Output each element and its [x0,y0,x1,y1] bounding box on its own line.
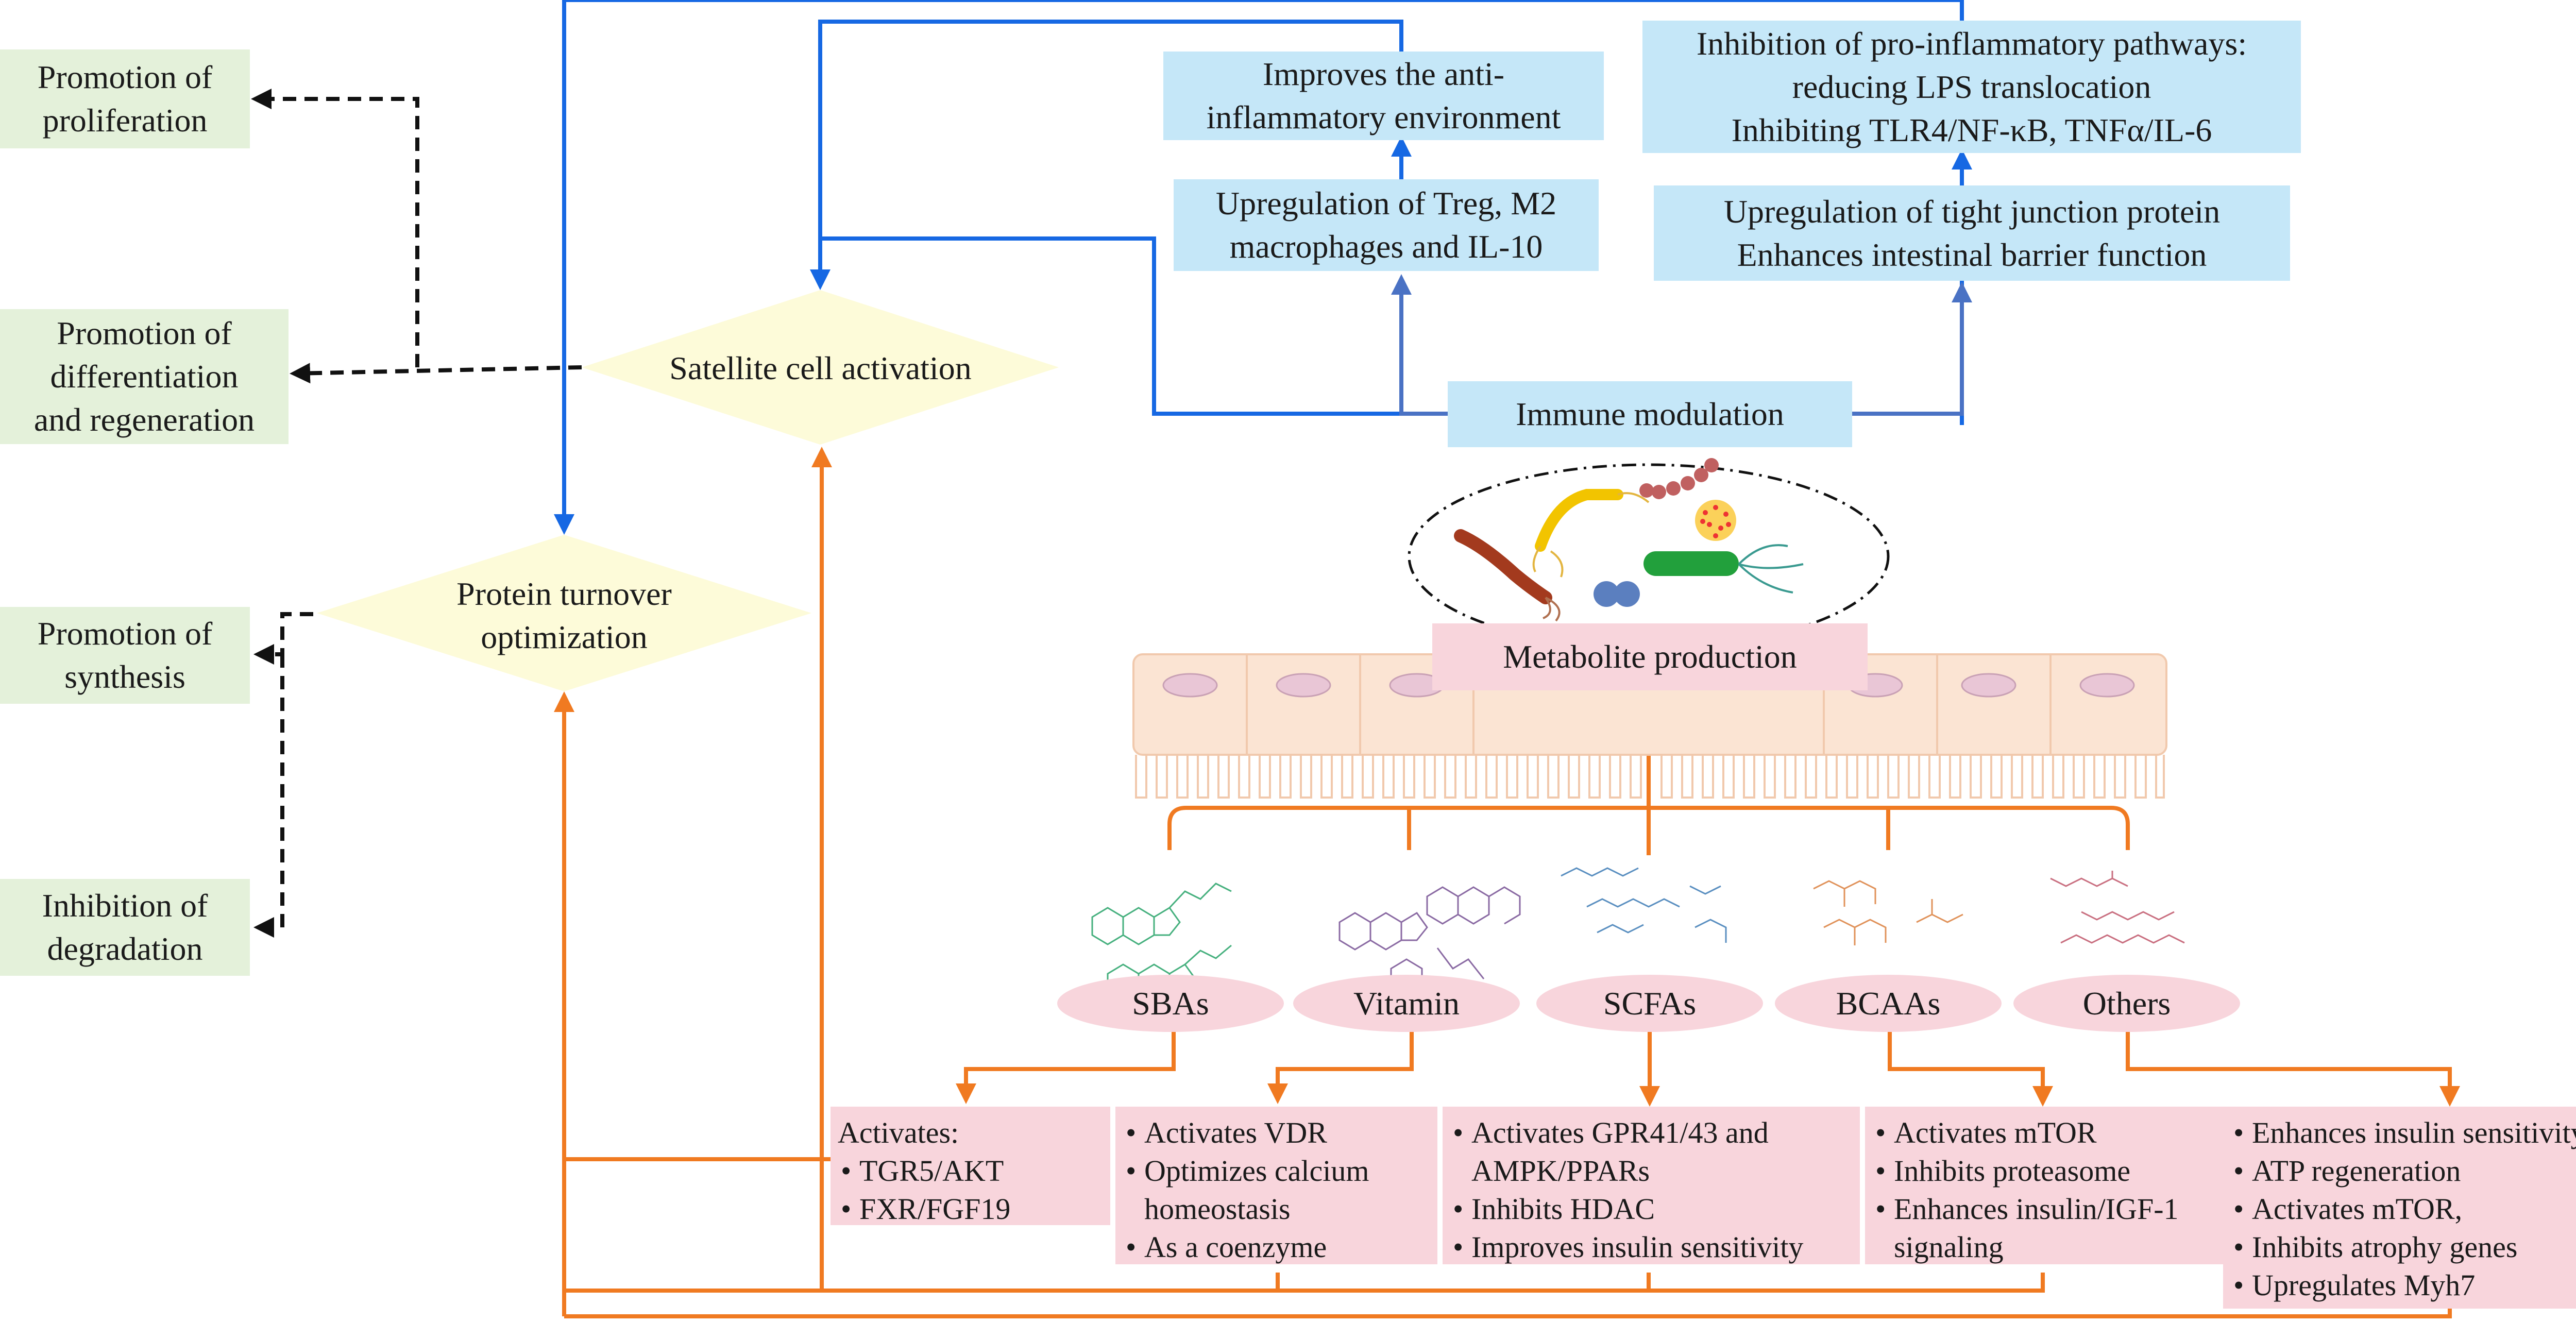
sbas-effects-heading: Activates: [838,1116,959,1149]
arrow-to-synthesis [253,612,313,665]
degradation-line-1: Inhibition of [42,887,208,924]
metabolite-production-label: Metabolite production [1503,638,1797,675]
differentiation-line-3: and regeneration [33,401,255,438]
arrow-others [2126,1032,2460,1107]
arrow-to-proliferation [251,89,419,367]
sbas-ellipse: SBAs [1057,975,1284,1032]
vitamin-effects: Activates VDR Optimizes calcium homeosta… [1115,1107,1437,1266]
arrow-to-differentiation [290,363,582,384]
others-effect-item: Activates mTOR, [2230,1190,2576,1228]
scfas-effect-item: Improves insulin sensitivity [1450,1228,1855,1266]
metabolite-production-box: Metabolite production [1432,623,1868,690]
satellite-hub: Satellite cell activation [613,330,1028,407]
vitamin-ellipse: Vitamin [1293,975,1520,1032]
synthesis-line-1: Promotion of [37,615,213,652]
treg-box: Upregulation of Treg, M2 macrophages and… [1174,179,1599,271]
others-effect-item: ATP regeneration [2230,1152,2576,1190]
others-effect-item: Inhibits atrophy genes [2230,1228,2576,1266]
scfas-effects: Activates GPR41/43 and AMPK/PPARs Inhibi… [1443,1107,1860,1266]
bcaas-label: BCAAs [1836,985,1941,1022]
tight-junction-line-2: Enhances intestinal barrier function [1737,236,2207,273]
scfas-label: SCFAs [1603,985,1697,1022]
tight-junction-line-1: Upregulation of tight junction protein [1723,193,2221,230]
vitamin-effect-item: Activates VDR [1123,1114,1432,1152]
others-effect-item: Upregulates Myh7 [2230,1266,2576,1304]
bcaas-effect-item: Inhibits proteasome [1872,1152,2218,1190]
degradation-line-2: degradation [47,930,203,967]
treg-line-1: Upregulation of Treg, M2 [1215,185,1557,222]
bcaas-effects: Activates mTOR Inhibits proteasome Enhan… [1865,1107,2223,1264]
tight-junction-box: Upregulation of tight junction protein E… [1654,185,2290,281]
pro-inflammatory-line-3: Inhibiting TLR4/NF-κB, TNFα/IL-6 [1731,111,2212,148]
arrow-sbas [956,1032,1176,1104]
dashed-arrows [251,89,582,938]
arrow-vitamin [1267,1032,1414,1104]
protein-hub: Protein turnover optimization [361,569,768,662]
synthesis-box: Promotion of synthesis [0,607,250,704]
arrow-anti-inflammatory-loop [810,20,1403,290]
anti-inflammatory-box: Improves the anti- inflammatory environm… [1163,52,1604,140]
sbas-label: SBAs [1132,985,1209,1022]
sbas-effect-item: TGR5/AKT [838,1152,1105,1190]
arrow-immune-to-satellite [820,236,1448,416]
bottom-bus-upper [564,1273,2045,1293]
sbas-effect-item: FXR/FGF19 [838,1190,1105,1228]
proliferation-line-2: proliferation [42,102,208,139]
bcaas-effect-item: Activates mTOR [1872,1114,2218,1152]
intestinal-cells-icon [1132,653,2167,799]
protein-diamond-shape [317,535,811,691]
treg-line-2: macrophages and IL-10 [1229,228,1543,265]
differentiation-box: Promotion of differentiation and regener… [0,309,289,444]
anti-inflammatory-line-2: inflammatory environment [1206,99,1561,135]
scfas-ellipse: SCFAs [1536,975,1763,1032]
arrow-sbas-to-protein [554,691,831,1161]
bcaas-ellipse: BCAAs [1775,975,2002,1032]
others-ellipse: Others [2013,975,2240,1032]
immune-modulation-label: Immune modulation [1516,396,1784,432]
others-effects: Enhances insulin sensitivity ATP regener… [2223,1107,2576,1309]
arrow-bcaas [1888,1032,2053,1107]
bcaas-molecule [1813,880,1963,945]
vitamin-label: Vitamin [1353,985,1460,1022]
differentiation-line-2: differentiation [50,358,239,395]
proliferation-line-1: Promotion of [37,59,213,95]
vitamin-effect-item: As a coenzyme [1123,1228,1432,1266]
vitamin-effect-item: Optimizes calcium homeostasis [1123,1152,1432,1228]
satellite-hub-label: Satellite cell activation [669,350,972,386]
bacteria-icon [1408,458,1890,650]
immune-modulation-box: Immune modulation [1448,381,1852,447]
scfas-effect-item: Activates GPR41/43 and AMPK/PPARs [1450,1114,1855,1190]
pro-inflammatory-line-1: Inhibition of pro-inflammatory pathways: [1696,25,2247,62]
bcaas-effect-item: Enhances insulin/IGF-1 signaling [1872,1190,2218,1266]
protein-hub-line-1: Protein turnover [456,575,672,612]
degradation-box: Inhibition of degradation [0,879,250,976]
pro-inflammatory-line-2: reducing LPS translocation [1792,68,2151,105]
satellite-diamond-shape [582,290,1059,445]
differentiation-line-1: Promotion of [57,315,232,351]
others-effect-item: Enhances insulin sensitivity [2230,1114,2576,1152]
arrow-to-degradation [253,654,284,938]
synthesis-line-2: synthesis [64,658,185,695]
proliferation-box: Promotion of proliferation [0,49,250,148]
protein-hub-line-2: optimization [481,619,648,655]
scfas-effect-item: Inhibits HDAC [1450,1190,1855,1228]
arrow-immune-to-treg [1391,274,1448,416]
pro-inflammatory-box: Inhibition of pro-inflammatory pathways:… [1642,21,2301,153]
anti-inflammatory-line-1: Improves the anti- [1262,56,1505,92]
molecule-structure-icon [1091,867,2185,1002]
scfas-molecule [1561,867,1727,943]
others-label: Others [2082,985,2171,1022]
arrow-immune-to-tj [1852,282,1972,416]
others-molecule [2050,871,2185,944]
sbas-effects: Activates: TGR5/AKT FXR/FGF19 [831,1107,1110,1228]
